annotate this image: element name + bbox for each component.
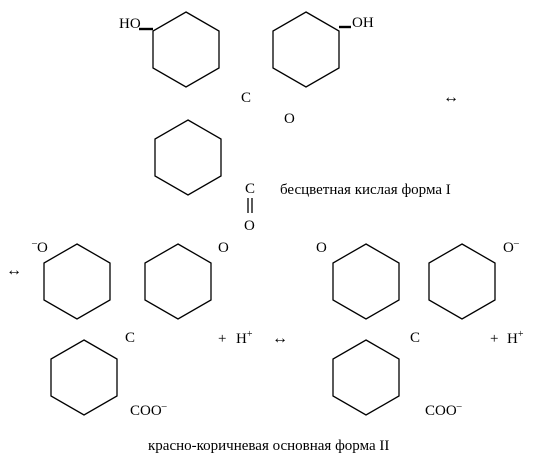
plus-charge: + bbox=[246, 329, 253, 340]
oxygen-symbol: O bbox=[37, 240, 48, 256]
hydrogen-symbol: H bbox=[507, 331, 518, 347]
form2b-plus-sign: + bbox=[490, 331, 499, 347]
acid-form-caption: бесцветная кислая форма I bbox=[280, 182, 451, 198]
form2a-plus-sign: + bbox=[218, 331, 227, 347]
form2a-ring-right bbox=[144, 243, 212, 320]
form2b-carboxylate-label: COO– bbox=[425, 401, 462, 420]
form2b-ring-bottom bbox=[332, 339, 400, 416]
form1-carbonyl-oxygen-label: O bbox=[244, 218, 255, 234]
equilibrium-arrow-top: ↔ bbox=[443, 89, 459, 106]
form2b-ring-right bbox=[428, 243, 496, 320]
form1-phenol-ring-left bbox=[152, 11, 220, 88]
equilibrium-arrow-middle: ↔ bbox=[272, 330, 288, 347]
form2b-quinoid-oxygen-label: O bbox=[316, 240, 327, 256]
minus-charge: – bbox=[161, 401, 167, 412]
oxygen-symbol: O bbox=[503, 240, 514, 256]
form2a-ring-bottom bbox=[50, 339, 118, 416]
form1-ring-oxygen-label: O bbox=[284, 111, 295, 127]
form1-oh-label: OH bbox=[352, 15, 374, 31]
hydrogen-symbol: H bbox=[236, 331, 247, 347]
form2b-ring-left bbox=[332, 243, 400, 320]
form1-central-carbon-label: C bbox=[241, 90, 252, 106]
form2a-carboxylate-label: COO– bbox=[130, 401, 167, 420]
form2b-central-carbon-label: C bbox=[410, 330, 421, 346]
form2a-proton-label: H+ bbox=[236, 329, 253, 348]
form1-benzene-ring bbox=[154, 119, 222, 196]
minus-charge: – bbox=[513, 238, 519, 249]
form2a-ring-left bbox=[43, 243, 111, 320]
basic-form-caption: красно-коричневая основная форма II bbox=[148, 438, 390, 454]
form2a-central-carbon-label: C bbox=[125, 330, 136, 346]
minus-charge: – bbox=[456, 401, 462, 412]
form1-carbonyl-carbon-label: C bbox=[245, 181, 256, 197]
minus-charge: – bbox=[32, 238, 37, 249]
form1-ho-label: HO bbox=[119, 16, 141, 32]
form2b-proton-label: H+ bbox=[507, 329, 524, 348]
form1-phenol-ring-right bbox=[272, 11, 340, 88]
carboxylate-symbol: COO bbox=[425, 403, 457, 419]
equilibrium-arrow-left: ↔ bbox=[6, 262, 22, 279]
form2b-phenolate-oxygen-label: O– bbox=[503, 238, 519, 257]
plus-charge: + bbox=[517, 329, 524, 340]
form2a-phenolate-oxygen-label: –O bbox=[32, 238, 48, 258]
carboxylate-symbol: COO bbox=[130, 403, 162, 419]
form2a-quinoid-oxygen-label: O bbox=[218, 240, 229, 256]
